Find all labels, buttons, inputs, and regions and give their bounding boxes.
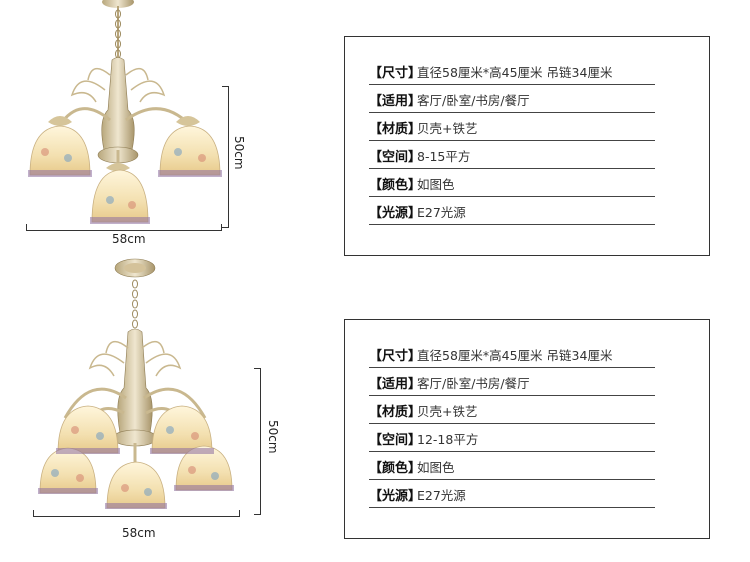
spec-key: 【适用】 bbox=[369, 94, 422, 109]
product-2: 58cm 50cm 【尺寸】直径58厘米*高45厘米 吊链34厘米 【适用】客厅… bbox=[0, 258, 750, 562]
height-dimension-line bbox=[254, 368, 261, 515]
width-label: 58cm bbox=[112, 232, 146, 246]
spec-key: 【尺寸】 bbox=[369, 349, 422, 364]
spec-key: 【尺寸】 bbox=[369, 66, 422, 81]
height-label: 50cm bbox=[266, 420, 280, 454]
spec-row: 【适用】客厅/卧室/书房/餐厅 bbox=[369, 373, 655, 396]
spec-value: 如图色 bbox=[417, 177, 455, 192]
spec-row: 【适用】客厅/卧室/书房/餐厅 bbox=[369, 90, 655, 113]
spec-row: 【颜色】如图色 bbox=[369, 457, 655, 480]
width-dimension-line bbox=[33, 510, 240, 517]
spec-box-2: 【尺寸】直径58厘米*高45厘米 吊链34厘米 【适用】客厅/卧室/书房/餐厅 … bbox=[344, 319, 710, 539]
chandelier-5-light-image bbox=[38, 258, 234, 509]
spec-row: 【空间】12-18平方 bbox=[369, 429, 655, 452]
spec-key: 【光源】 bbox=[369, 206, 422, 221]
spec-value: 12-18平方 bbox=[417, 432, 479, 447]
spec-value: 直径58厘米*高45厘米 吊链34厘米 bbox=[417, 348, 613, 363]
spec-value: 8-15平方 bbox=[417, 149, 471, 164]
spec-value: 客厅/卧室/书房/餐厅 bbox=[417, 376, 530, 391]
spec-key: 【材质】 bbox=[369, 122, 422, 137]
width-dimension-line bbox=[26, 224, 222, 231]
spec-value: 直径58厘米*高45厘米 吊链34厘米 bbox=[417, 65, 613, 80]
spec-value: 客厅/卧室/书房/餐厅 bbox=[417, 93, 530, 108]
spec-key: 【光源】 bbox=[369, 489, 422, 504]
spec-value: 贝壳+铁艺 bbox=[417, 404, 478, 419]
spec-key: 【适用】 bbox=[369, 377, 422, 392]
width-label: 58cm bbox=[122, 526, 156, 540]
spec-value: E27光源 bbox=[417, 488, 466, 503]
spec-key: 【空间】 bbox=[369, 150, 422, 165]
spec-row: 【尺寸】直径58厘米*高45厘米 吊链34厘米 bbox=[369, 62, 655, 85]
spec-key: 【颜色】 bbox=[369, 178, 422, 193]
spec-value: E27光源 bbox=[417, 205, 466, 220]
height-dimension-line bbox=[222, 86, 229, 228]
product-1: 58cm 50cm 【尺寸】直径58厘米*高45厘米 吊链34厘米 【适用】客厅… bbox=[26, 0, 710, 256]
spec-row: 【光源】E27光源 bbox=[369, 485, 655, 508]
spec-key: 【空间】 bbox=[369, 433, 422, 448]
chandelier-3-light-image bbox=[28, 0, 222, 224]
spec-row: 【尺寸】直径58厘米*高45厘米 吊链34厘米 bbox=[369, 345, 655, 368]
spec-row: 【颜色】如图色 bbox=[369, 174, 655, 197]
spec-row: 【材质】贝壳+铁艺 bbox=[369, 118, 655, 141]
spec-row: 【材质】贝壳+铁艺 bbox=[369, 401, 655, 424]
spec-row: 【空间】8-15平方 bbox=[369, 146, 655, 169]
height-label: 50cm bbox=[232, 136, 246, 170]
spec-row: 【光源】E27光源 bbox=[369, 202, 655, 225]
spec-key: 【材质】 bbox=[369, 405, 422, 420]
spec-value: 贝壳+铁艺 bbox=[417, 121, 478, 136]
spec-key: 【颜色】 bbox=[369, 461, 422, 476]
spec-box-1: 【尺寸】直径58厘米*高45厘米 吊链34厘米 【适用】客厅/卧室/书房/餐厅 … bbox=[344, 36, 710, 256]
spec-value: 如图色 bbox=[417, 460, 455, 475]
